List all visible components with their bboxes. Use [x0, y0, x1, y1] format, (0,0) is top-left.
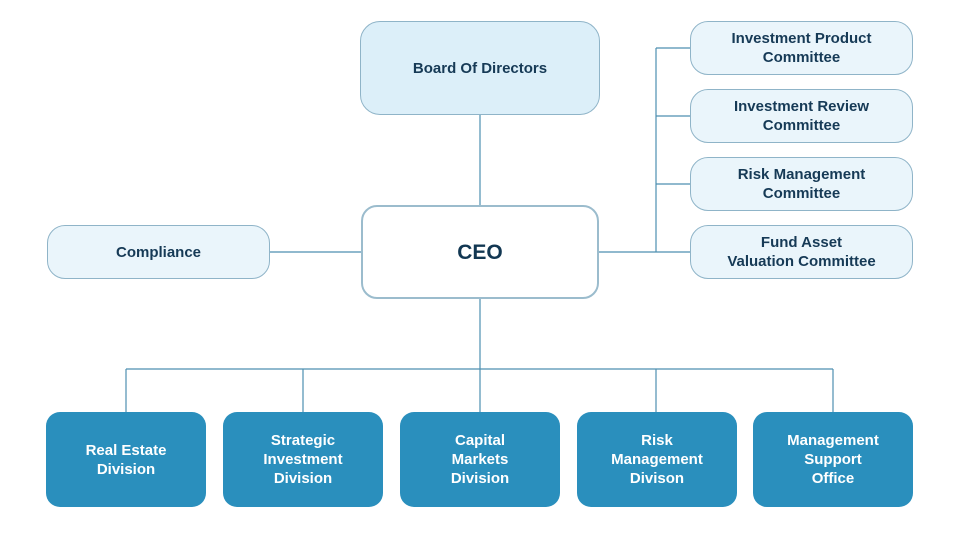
committee-label: Risk Management Committee — [737, 166, 866, 202]
division-label: Real Estate Division — [85, 441, 167, 478]
division-strategic-investment: Strategic Investment Division — [223, 412, 383, 507]
compliance-node: Compliance — [47, 225, 270, 279]
division-label: Risk Management Divison — [611, 432, 703, 487]
division-label: Management Support Office — [787, 432, 879, 487]
division-real-estate: Real Estate Division — [46, 412, 206, 507]
committee-investment-review: Investment Review Committee — [690, 89, 913, 143]
division-management-support: Management Support Office — [753, 412, 913, 507]
ceo-node: CEO — [361, 205, 599, 299]
board-label: Board Of Directors — [412, 59, 548, 77]
committee-label: Investment Review Committee — [733, 98, 870, 134]
committee-risk-management: Risk Management Committee — [690, 157, 913, 211]
division-risk-management: Risk Management Divison — [577, 412, 737, 507]
division-label: Capital Markets Division — [450, 432, 510, 487]
committee-label: Investment Product Committee — [731, 30, 872, 66]
division-capital-markets: Capital Markets Division — [400, 412, 560, 507]
committee-label: Fund Asset Valuation Committee — [727, 234, 876, 270]
ceo-label: CEO — [457, 240, 503, 264]
board-of-directors-node: Board Of Directors — [360, 21, 600, 115]
compliance-label: Compliance — [115, 243, 202, 261]
committee-investment-product: Investment Product Committee — [690, 21, 913, 75]
committee-fund-asset-valuation: Fund Asset Valuation Committee — [690, 225, 913, 279]
division-label: Strategic Investment Division — [263, 432, 343, 487]
